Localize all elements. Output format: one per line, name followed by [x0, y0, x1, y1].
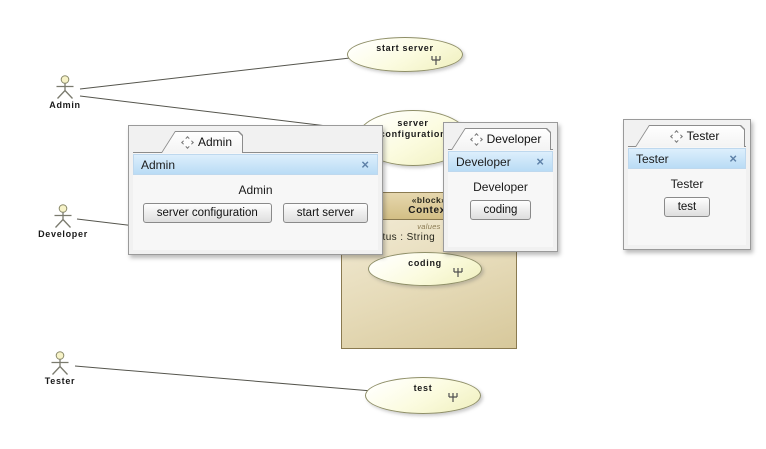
rake-icon	[453, 268, 463, 277]
tab-label: Admin	[197, 135, 232, 149]
rake-icon	[448, 393, 458, 402]
usecase-name: coding	[408, 258, 442, 268]
usecase-name-line2: configuration	[379, 129, 447, 139]
tab-label: Tester	[686, 129, 720, 143]
actor-name: Admin	[49, 100, 81, 110]
usecase-start-server[interactable]: start server	[347, 37, 463, 72]
actor-icon	[54, 204, 72, 228]
window-title: Tester	[636, 151, 669, 166]
group-label: Developer	[473, 180, 528, 194]
titlebar-tester[interactable]: Tester ×	[628, 148, 746, 169]
block-stereotype: «block»	[411, 195, 447, 205]
actor-developer[interactable]: Developer	[33, 204, 93, 239]
titlebar-admin[interactable]: Admin ×	[133, 154, 378, 175]
window-title: Admin	[141, 157, 176, 172]
frame-diamond-icon	[669, 129, 683, 143]
coding-button[interactable]: coding	[469, 200, 532, 220]
usecase-coding[interactable]: coding	[368, 252, 482, 286]
tab-admin[interactable]: Admin	[161, 131, 243, 153]
start-server-button[interactable]: start server	[282, 203, 369, 223]
close-icon[interactable]: ×	[536, 154, 544, 169]
tab-strip: Admin	[133, 130, 378, 153]
window-title: Developer	[456, 154, 511, 169]
window-panel: Admin × Admin server configuration start…	[133, 153, 378, 250]
window-developer: Developer Developer × Developer coding	[443, 122, 558, 252]
actor-icon	[51, 351, 69, 375]
test-button[interactable]: test	[663, 197, 711, 217]
usecase-test[interactable]: test	[365, 377, 481, 414]
close-icon[interactable]: ×	[729, 151, 737, 166]
actor-name: Tester	[44, 376, 76, 386]
frame-diamond-icon	[469, 132, 483, 146]
group-label: Admin	[238, 183, 273, 197]
rake-icon	[431, 56, 441, 65]
titlebar-developer[interactable]: Developer ×	[448, 151, 553, 172]
window-panel: Developer × Developer coding	[448, 150, 553, 247]
usecase-name: start server	[376, 43, 434, 53]
usecase-name: test	[413, 383, 433, 393]
frame-diamond-icon	[181, 135, 194, 149]
actor-tester[interactable]: Tester	[30, 351, 90, 386]
usecase-name-line1: server	[397, 118, 429, 128]
actor-name: Developer	[38, 229, 88, 239]
tab-label: Developer	[486, 132, 542, 146]
close-icon[interactable]: ×	[361, 157, 369, 172]
group-label: Tester	[670, 177, 704, 191]
association-line	[79, 57, 351, 90]
tab-developer[interactable]: Developer	[451, 128, 551, 150]
tab-tester[interactable]: Tester	[635, 125, 745, 147]
values-compartment-caption: values	[417, 222, 441, 231]
block-value-entry: status : String	[368, 232, 436, 243]
server-configuration-button[interactable]: server configuration	[142, 203, 272, 223]
window-panel: Tester × Tester test	[628, 147, 746, 245]
association-line	[74, 365, 373, 392]
actor-icon	[56, 75, 74, 99]
block-name: Context	[408, 205, 450, 216]
tab-strip: Tester	[628, 124, 746, 147]
tab-strip: Developer	[448, 127, 553, 150]
actor-admin[interactable]: Admin	[35, 75, 95, 110]
window-admin: Admin Admin × Admin server configuration…	[128, 125, 383, 255]
window-tester: Tester Tester × Tester test	[623, 119, 751, 250]
